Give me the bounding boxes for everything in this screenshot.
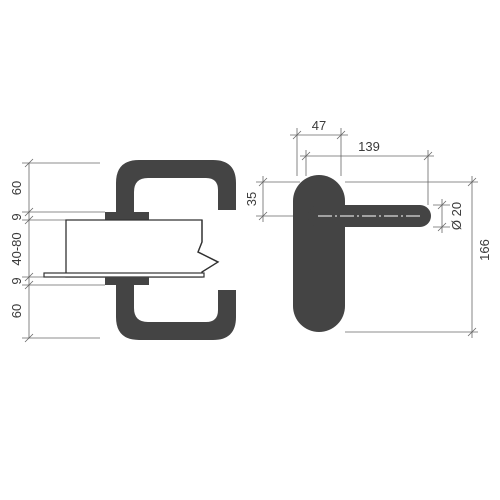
front-dim-length-label: 139 <box>358 139 380 154</box>
side-view: 60 9 40-80 9 60 <box>9 158 236 343</box>
door-leaf <box>65 219 220 278</box>
side-dim-rose-bottom-label: 9 <box>9 277 24 284</box>
mounting-plate <box>43 272 205 278</box>
lower-rose <box>105 277 149 285</box>
backplate <box>293 175 345 332</box>
side-dim-top-label: 60 <box>9 181 24 195</box>
side-dim-door-label: 40-80 <box>9 232 24 265</box>
front-dim-width-label: 47 <box>312 118 326 133</box>
side-dim-ticks <box>24 158 34 343</box>
front-dim-diameter-label: Ø 20 <box>449 202 464 230</box>
lower-handle <box>116 285 236 340</box>
front-dim-height-label: 166 <box>477 239 492 261</box>
side-dim-bottom-label: 60 <box>9 304 24 318</box>
side-dim-rose-top-label: 9 <box>9 213 24 220</box>
upper-rose <box>105 212 149 220</box>
front-dim-offset-label: 35 <box>244 192 259 206</box>
front-view: 47 139 35 Ø 20 166 <box>244 118 492 338</box>
upper-handle <box>116 160 236 212</box>
